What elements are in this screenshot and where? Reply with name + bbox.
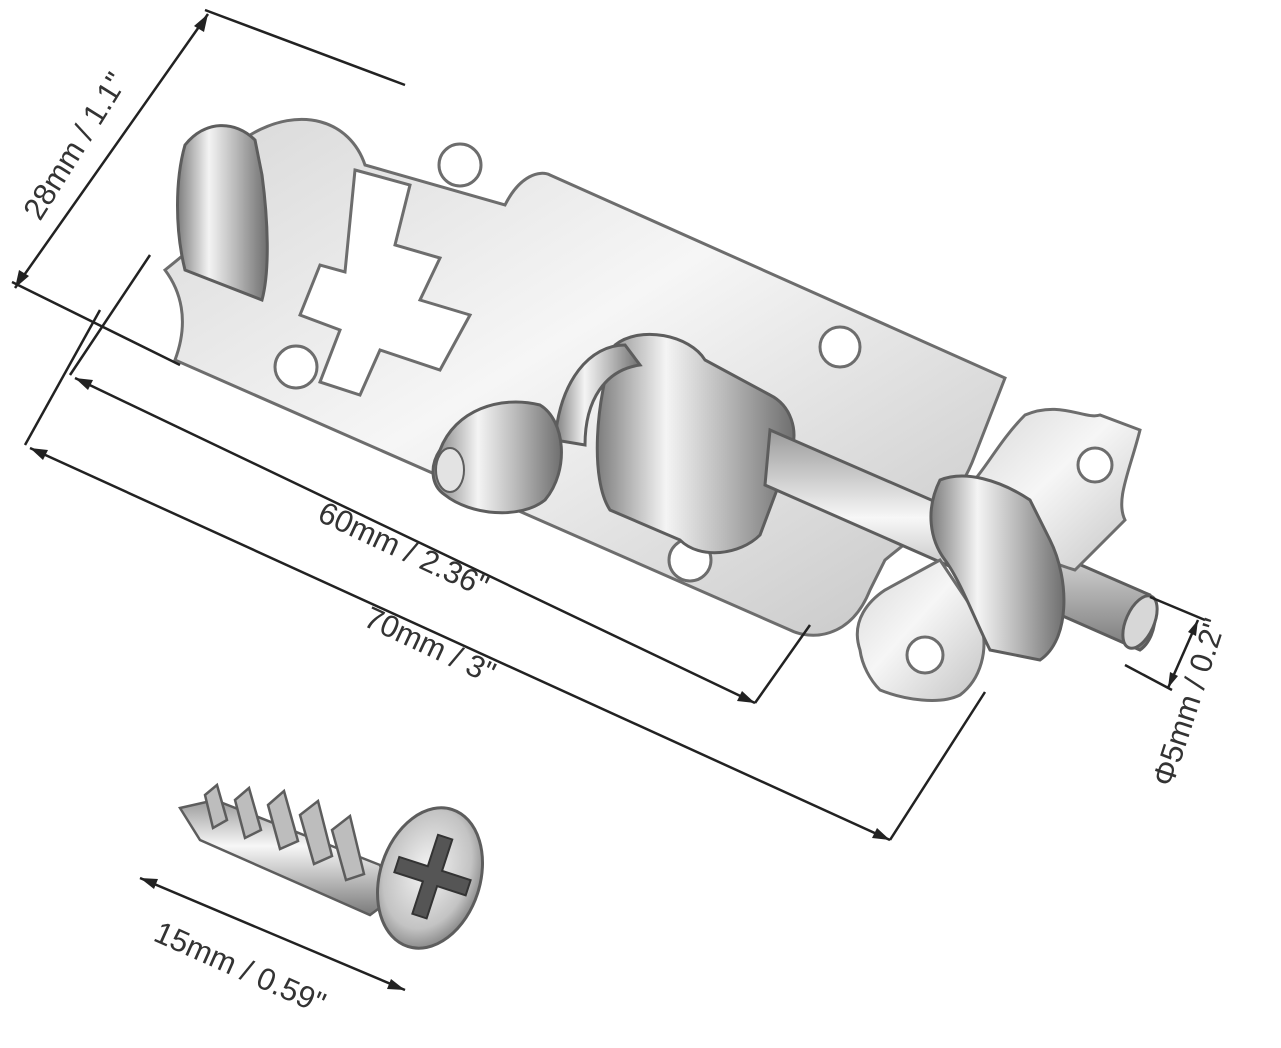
screw-length-dimension-line	[139, 876, 406, 992]
bolt-keeper	[855, 558, 986, 702]
bolt-handle-arm	[553, 343, 643, 447]
bolt-plate-slot	[298, 168, 473, 397]
total-length-dimension-label: 70mm / 3"	[359, 600, 501, 691]
bolt-center-barrel	[595, 332, 796, 555]
dimension-annotations	[11, 8, 1206, 992]
phillips-icon	[393, 833, 472, 920]
inner-length-dimension-line	[74, 376, 756, 705]
total-length-dimension-line	[29, 446, 891, 842]
barrel-bolt-illustration	[162, 118, 1159, 702]
mounting-hole	[437, 142, 483, 188]
mounting-hole	[905, 635, 945, 675]
mounting-hole	[273, 344, 319, 390]
bolt-handle-knob	[431, 400, 563, 515]
screw-threads	[203, 782, 366, 882]
screw-illustration	[178, 782, 485, 950]
bolt-left-barrel	[176, 124, 269, 303]
mounting-hole	[1076, 446, 1114, 484]
inner-length-dimension-label: 60mm / 2.36"	[313, 495, 494, 604]
bolt-keeper-strap	[929, 474, 1066, 662]
screw-length-dimension-label: 15mm / 0.59"	[149, 914, 331, 1021]
bolt-handle-tip	[435, 447, 465, 493]
height-dimension-line	[13, 13, 210, 289]
mounting-hole	[818, 325, 862, 369]
